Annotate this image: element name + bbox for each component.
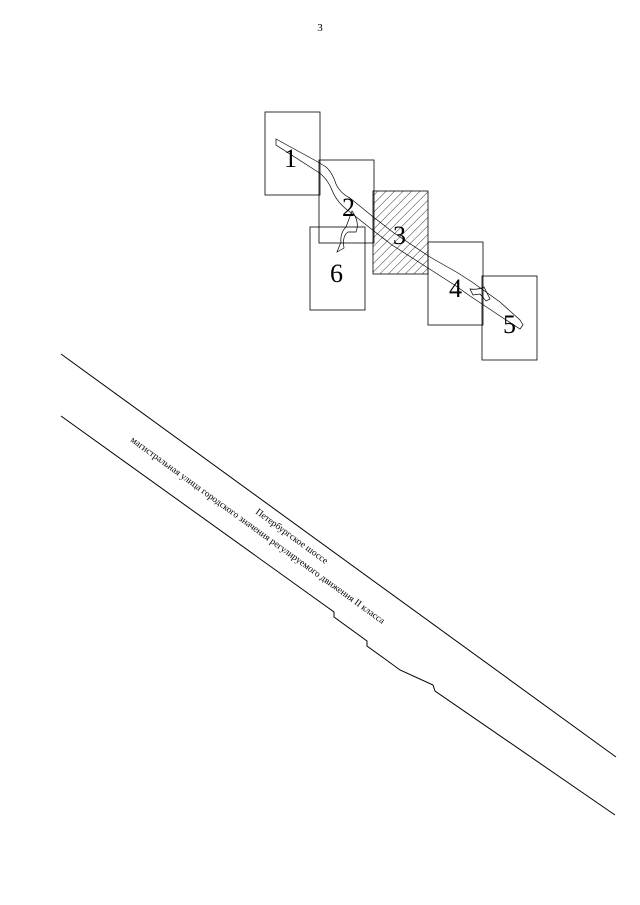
- route-outline: [275, 138, 524, 330]
- key-map: [264, 111, 538, 361]
- sheet-label-6: 6: [330, 259, 343, 288]
- road-edge-upper: [60, 353, 617, 758]
- road-plan: [60, 353, 617, 816]
- sheet-label-5: 5: [503, 310, 516, 339]
- sheet-frame-4[interactable]: [427, 241, 484, 326]
- route-branch-6: [336, 210, 358, 253]
- sheet-frame-6[interactable]: [309, 226, 366, 311]
- sheet-label-2: 2: [342, 193, 355, 222]
- road-edge-lower: [60, 415, 616, 816]
- sheet-label-4: 4: [449, 274, 462, 303]
- sheet-label-1: 1: [284, 144, 297, 173]
- page-number: 3: [317, 22, 323, 34]
- route-branch-4: [469, 286, 491, 302]
- sheet-frame-3[interactable]: [372, 190, 429, 275]
- road-classification-label: магистральная улица городского значения …: [128, 435, 387, 627]
- sheet-frame-1[interactable]: [264, 111, 321, 196]
- sheet-frame-5[interactable]: [481, 275, 538, 361]
- sheet-label-3: 3: [393, 221, 406, 250]
